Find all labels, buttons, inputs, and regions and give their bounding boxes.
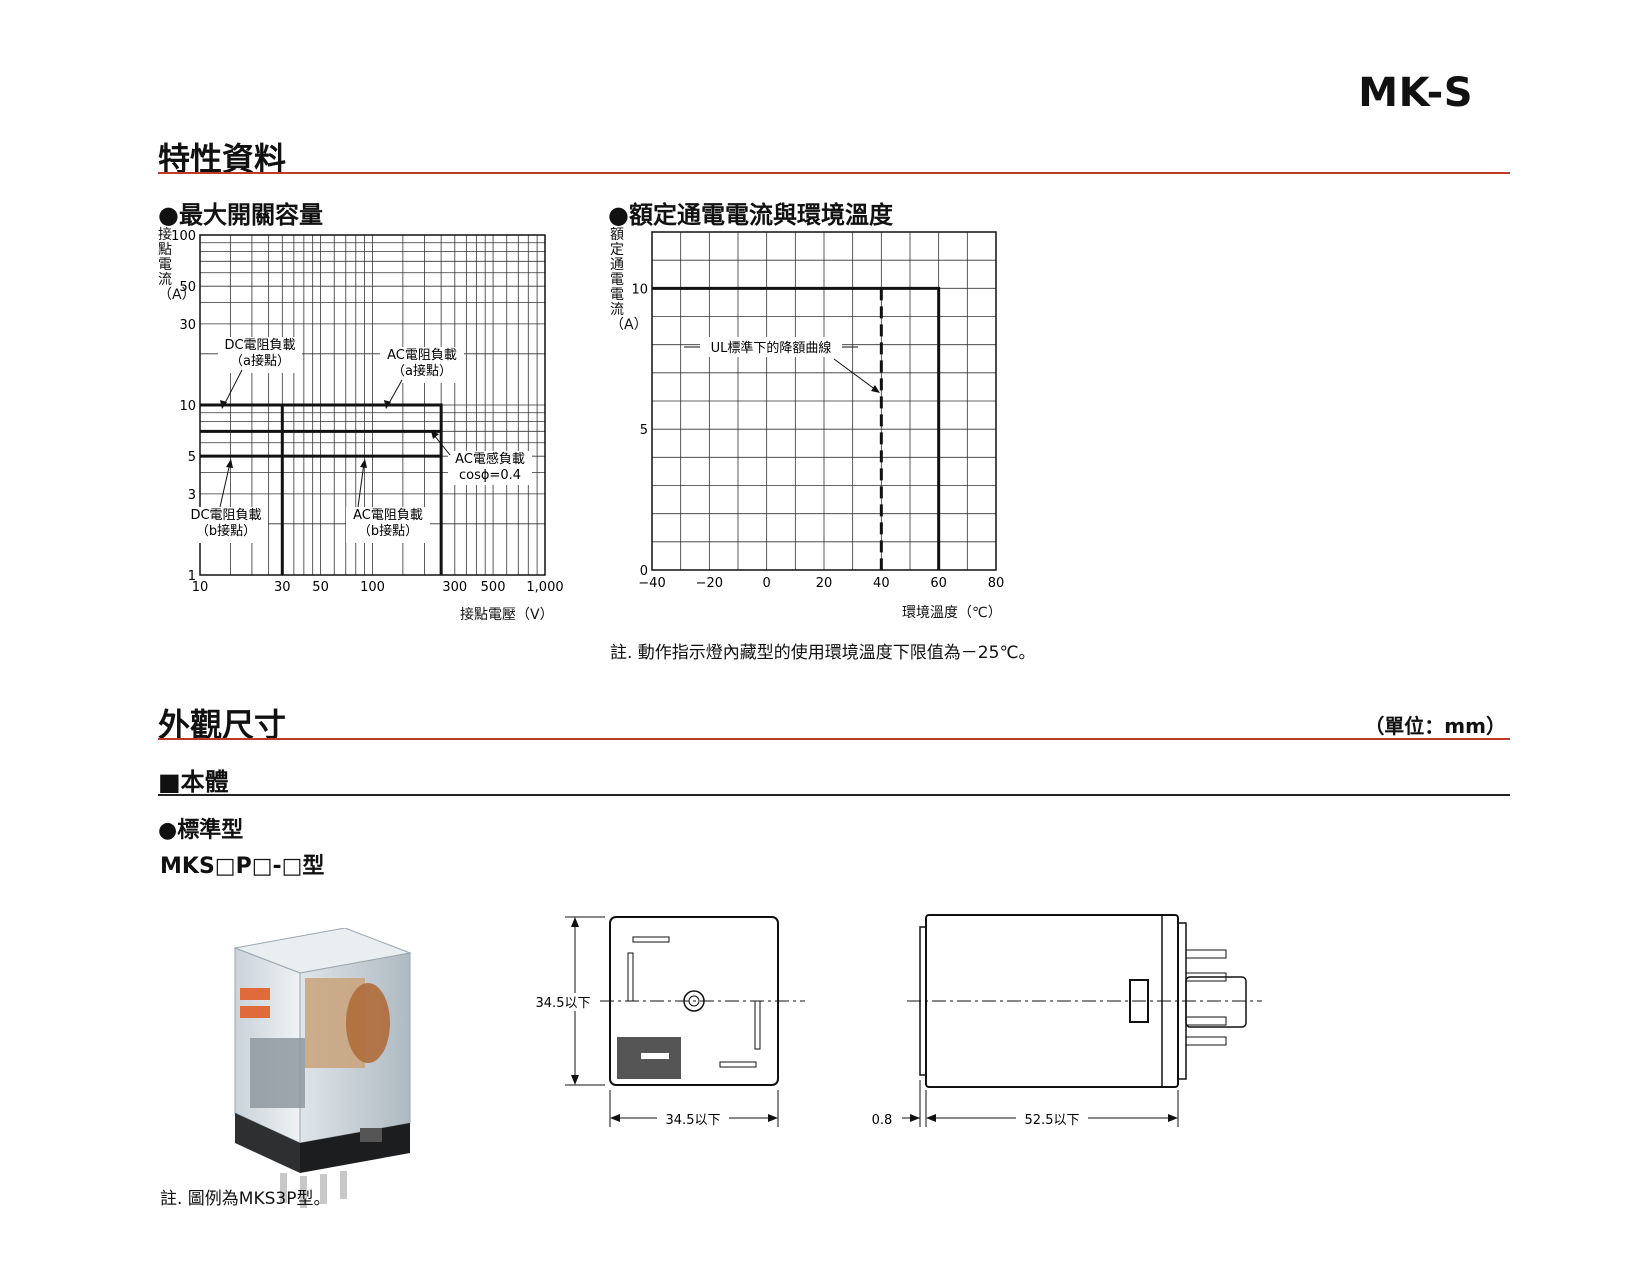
xtick-label: 300	[442, 580, 467, 595]
ytick-label: 3	[188, 488, 196, 503]
xtick-label: 60	[930, 576, 947, 591]
annot-ac-a-arrow	[387, 379, 403, 406]
chart-max-switching-capacity: 1 3 5 10 30 50 100 10 30 50 100 300 500 1,000 DC電阻負載 …	[171, 229, 563, 595]
dim-width: 34.5以下	[666, 1113, 721, 1128]
annot-ac-a: AC電阻負載	[387, 348, 457, 363]
xtick-label: 80	[988, 576, 1005, 591]
xtick-label: 20	[816, 576, 833, 591]
front-view-drawing: 34.5以下 34.5以下	[531, 916, 805, 1128]
chart1-ticks: 1 3 5 10 30 50 100 10 30 50 100 300 500 1,000	[171, 229, 563, 595]
chart2-ticks: 0 5 10 −40 −20 0 20 40 60 80	[631, 282, 1004, 591]
annot-ul-derating: UL標準下的降額曲線	[711, 340, 832, 356]
chart1-heading: ●最大開關容量	[158, 201, 323, 229]
xtick-label: 500	[481, 580, 506, 595]
xtick-label: 50	[312, 580, 329, 595]
series-line-1	[282, 403, 443, 575]
side-view-drawing: 0.8 52.5以下	[872, 914, 1262, 1128]
annot-dc-b: DC電阻負載	[190, 508, 261, 523]
annot-ac-b: AC電阻負載	[353, 508, 423, 523]
model-code: MKS□P□-□型	[160, 854, 325, 879]
annot-ac-a-sub: （a接點）	[392, 363, 452, 379]
xtick-label: 1,000	[526, 580, 563, 595]
annot-ac-ind-arrow	[433, 434, 451, 456]
annot-ul-arrow	[833, 358, 877, 391]
dim-offset: 0.8	[872, 1113, 893, 1128]
xtick-label: 10	[192, 580, 209, 595]
annot-ac-ind: AC電感負載	[455, 451, 525, 467]
ytick-label: 100	[171, 229, 196, 244]
chart2-xlabel: 環境溫度（℃）	[902, 605, 1002, 621]
ytick-label: 5	[640, 423, 648, 438]
section-title-characteristics: 特性資料	[158, 140, 287, 178]
chart1-ylabel: 接點電流（A）	[158, 227, 196, 303]
dim-height: 34.5以下	[536, 996, 591, 1011]
chart2-ylabel: 額定通電電流（A）	[610, 227, 648, 333]
ytick-label: 50	[179, 280, 196, 295]
dim-length: 52.5以下	[1025, 1113, 1080, 1128]
xtick-label: 0	[763, 576, 771, 591]
chart2-annotation: UL標準下的降額曲線	[684, 337, 880, 393]
chart1-xlabel: 接點電壓（V）	[460, 607, 554, 623]
ytick-label: 10	[631, 282, 648, 297]
annot-dc-b-sub: （b接點）	[196, 523, 256, 539]
ytick-label: 1	[188, 569, 196, 584]
ytick-label: 0	[640, 564, 648, 579]
chart2-frame	[651, 231, 997, 571]
chart2-grid	[652, 232, 996, 570]
unit-label: （單位：mm）	[1364, 714, 1506, 738]
chart2-heading: ●額定通電電流與環境溫度	[608, 201, 893, 229]
xtick-label: 30	[274, 580, 291, 595]
section-title-dimensions: 外觀尺寸	[158, 706, 287, 744]
series-line-0	[652, 286, 941, 570]
chart2-note: 註. 動作指示燈內藏型的使用環境溫度下限值為－25℃。	[610, 643, 1036, 663]
annot-dc-a-sub: （a接點）	[230, 353, 290, 369]
xtick-label: 40	[873, 576, 890, 591]
chart-rated-current-vs-temperature: 0 5 10 −40 −20 0 20 40 60 80 UL標準下的降額曲線	[631, 231, 1004, 591]
annot-dc-a-arrow	[223, 369, 243, 406]
relay-photo	[233, 928, 412, 1208]
chart2-series	[652, 286, 941, 570]
standard-title: ●標準型	[158, 818, 244, 843]
annot-dc-a: DC電阻負載	[224, 338, 295, 353]
model-name: MK-S	[1358, 70, 1473, 116]
series-line-0	[200, 403, 284, 575]
annot-ac-b-sub: （b接點）	[358, 523, 418, 539]
xtick-label: −20	[696, 576, 723, 591]
body-title: ■本體	[158, 768, 229, 796]
ytick-label: 10	[179, 399, 196, 414]
chart1-series	[200, 403, 443, 575]
ytick-label: 5	[188, 450, 196, 465]
photo-note: 註. 圖例為MKS3P型。	[160, 1189, 331, 1209]
ytick-label: 30	[179, 318, 196, 333]
section-rule	[158, 172, 1510, 174]
xtick-label: −40	[638, 576, 665, 591]
annot-ac-b-arrow	[357, 462, 365, 508]
chart1-annotations: DC電阻負載 （a接點） AC電阻負載 （a接點） AC電感負載 cosϕ=0.…	[184, 337, 532, 543]
annot-ac-ind-sub: cosϕ=0.4	[459, 468, 521, 483]
annot-dc-b-arrow	[219, 462, 231, 508]
section-rule	[158, 738, 1510, 740]
xtick-label: 100	[360, 580, 385, 595]
subsection-rule	[158, 794, 1510, 796]
